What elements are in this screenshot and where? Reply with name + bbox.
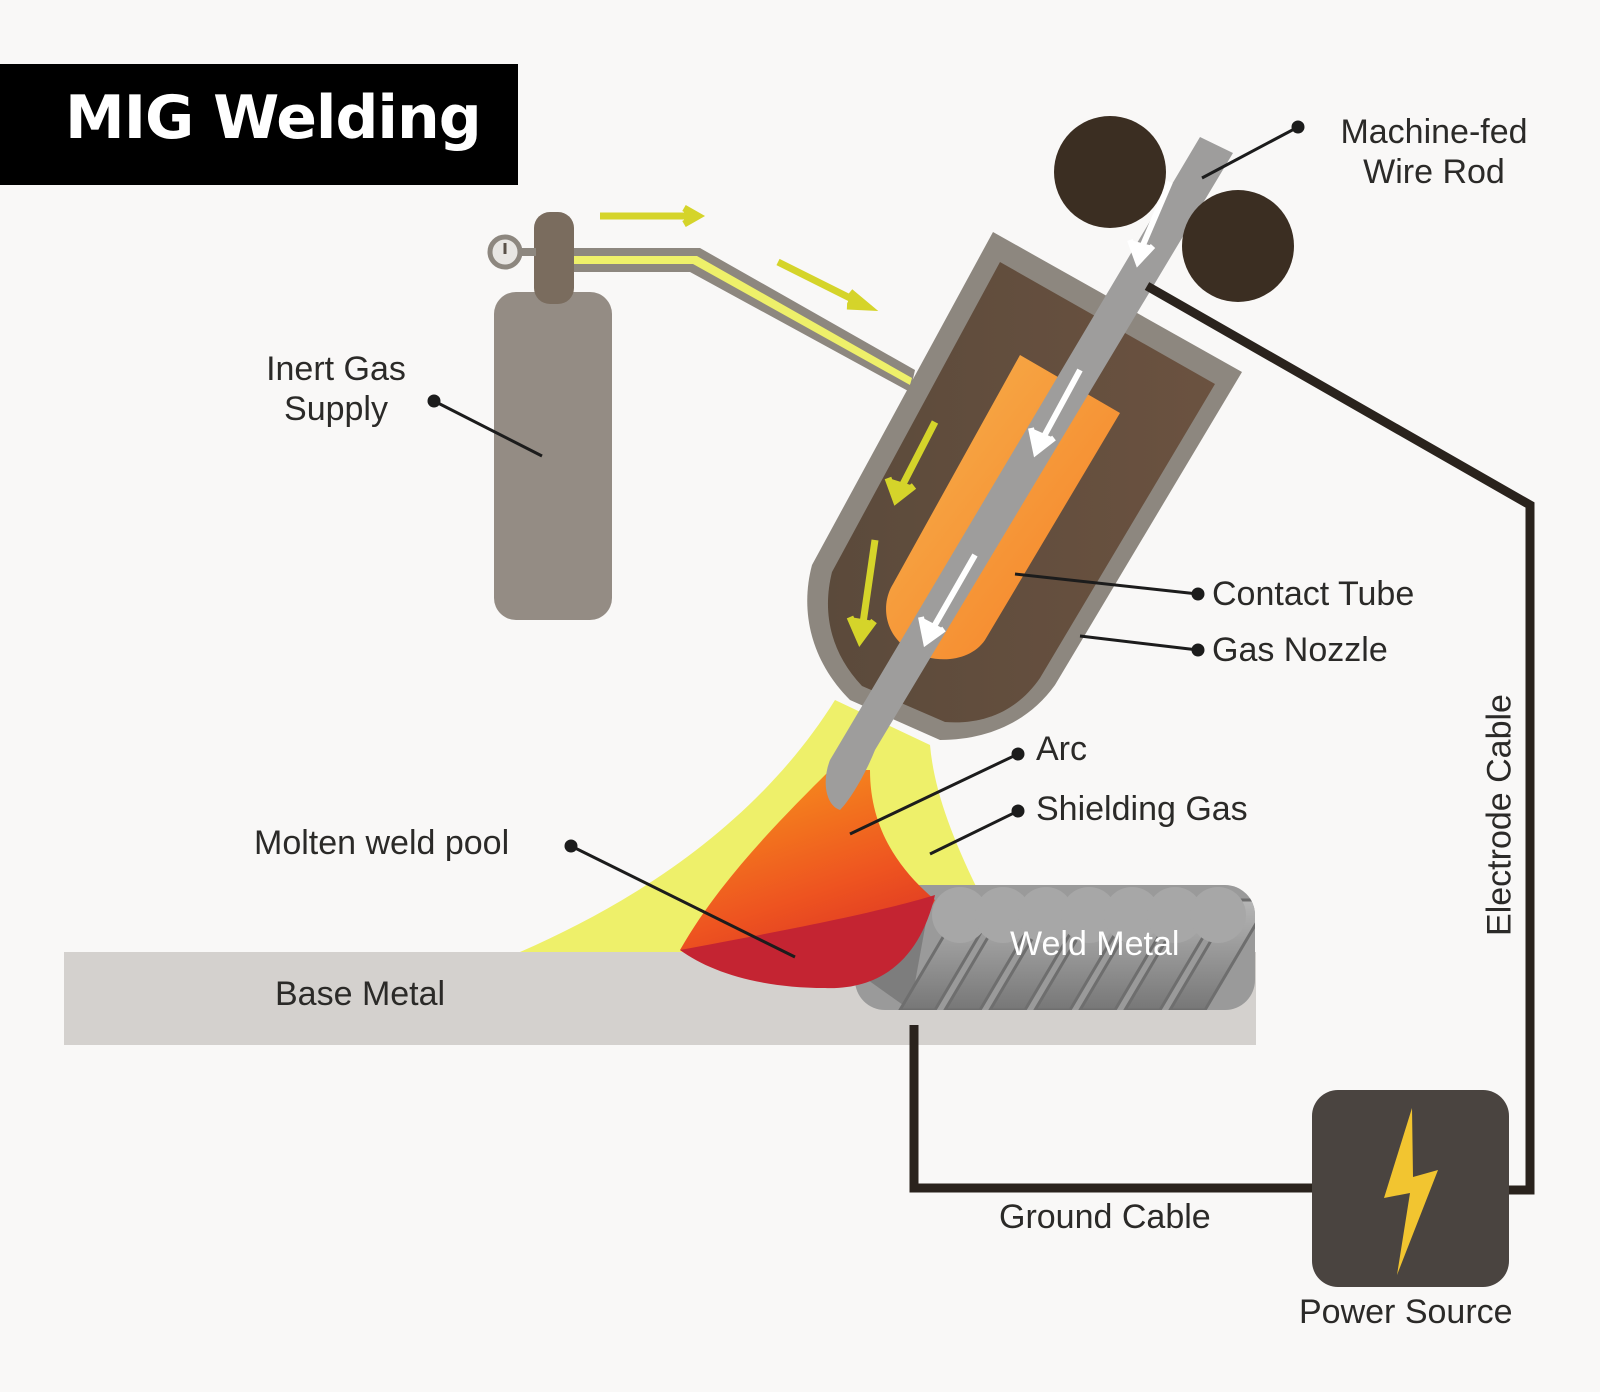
label-power-source: Power Source	[1299, 1293, 1513, 1331]
electrode-cable	[1144, 282, 1535, 1195]
molten-weld-pool	[680, 895, 935, 989]
label-wire-rod: Machine-fed Wire Rod	[1320, 112, 1548, 192]
label-wire-rod-line1: Machine-fed	[1340, 113, 1528, 151]
ground-cable	[909, 1025, 1318, 1193]
diagram-title: MIG Welding	[65, 83, 482, 153]
gas-flow-arrows	[600, 204, 879, 311]
gas-hose-flow	[565, 256, 912, 385]
label-inert-gas: Inert Gas Supply	[256, 349, 416, 429]
nozzle-gas-arrows	[846, 420, 939, 647]
label-weld-metal: Weld Metal	[1010, 925, 1180, 963]
wire-feed-arrows	[918, 180, 1173, 648]
feed-roller-top	[1054, 116, 1166, 228]
label-inert-gas-line1: Inert Gas	[266, 350, 406, 388]
label-arc: Arc	[1036, 730, 1087, 768]
label-gas-nozzle: Gas Nozzle	[1212, 631, 1388, 669]
label-base-metal: Base Metal	[275, 975, 446, 1013]
gauge-icon	[487, 234, 523, 270]
cylinder-valve	[534, 212, 574, 304]
leader-lines	[427, 120, 1305, 959]
label-contact-tube: Contact Tube	[1212, 575, 1415, 613]
gas-hose	[565, 248, 915, 392]
label-inert-gas-line2: Supply	[284, 390, 388, 429]
lightning-bolt-icon	[1384, 1108, 1438, 1275]
label-wire-rod-line2: Wire Rod	[1363, 153, 1505, 192]
label-molten-weld-pool: Molten weld pool	[254, 824, 510, 862]
label-ground-cable: Ground Cable	[999, 1198, 1211, 1236]
title-banner	[0, 64, 518, 185]
label-shielding-gas: Shielding Gas	[1036, 790, 1248, 828]
feed-roller-bottom	[1182, 190, 1294, 302]
label-electrode-cable: Electrode Cable	[1480, 694, 1519, 936]
cylinder-body	[494, 292, 612, 620]
